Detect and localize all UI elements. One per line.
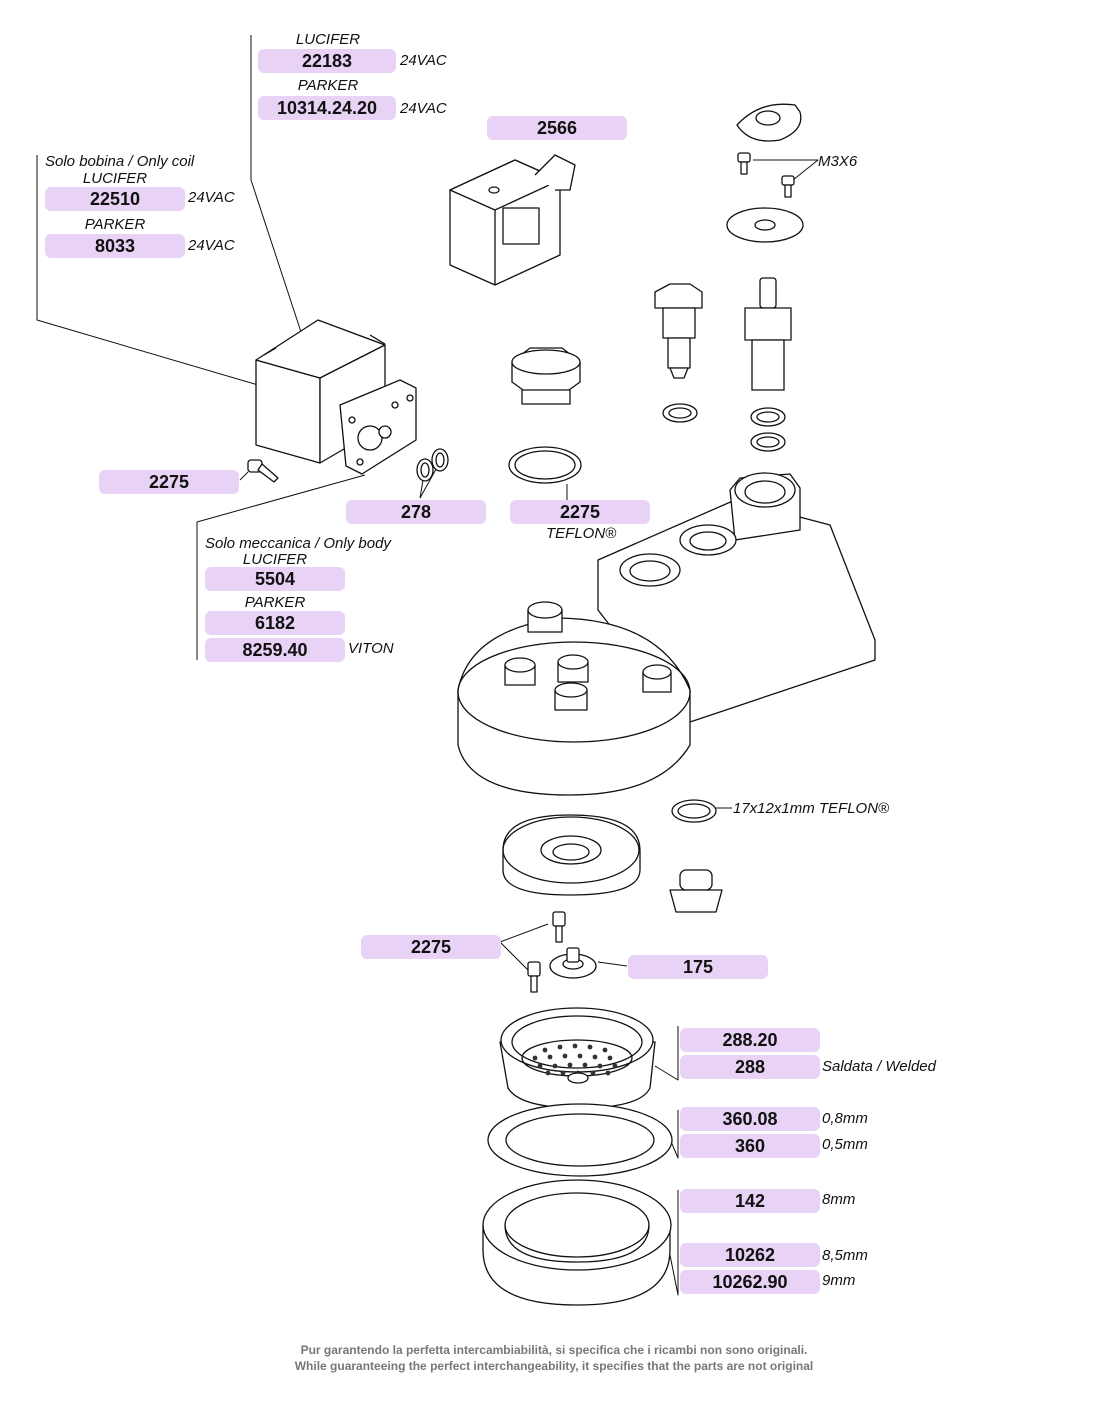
filter-note: Saldata / Welded	[822, 1058, 936, 1075]
part-oring-pair[interactable]: 278	[346, 500, 486, 524]
part-screw-left[interactable]: 2275	[99, 470, 239, 494]
teflon-seal	[508, 446, 582, 484]
part-plug[interactable]: 2566	[487, 116, 627, 140]
oring-pair	[416, 448, 449, 482]
only-coil-code1[interactable]: 22510	[45, 187, 185, 211]
only-coil-code2[interactable]: 8033	[45, 234, 185, 258]
dispersion-plate	[502, 814, 641, 896]
gasket-thin	[487, 1103, 673, 1177]
teflon-seal-note: TEFLON®	[546, 525, 617, 542]
only-body-code1[interactable]: 5504	[205, 567, 345, 591]
part-gasket2[interactable]: 360	[680, 1134, 820, 1158]
part-ring1[interactable]: 142	[680, 1189, 820, 1213]
only-coil-volt1: 24VAC	[188, 189, 235, 206]
only-body-brand1: LUCIFER	[242, 551, 308, 568]
screw-left	[247, 459, 279, 483]
coil-connector-brand2: PARKER	[297, 77, 359, 94]
coil-connector-volt2: 24VAC	[400, 100, 447, 117]
disclaimer-line-en: While guaranteeing the perfect interchan…	[294, 1359, 814, 1373]
ring1-note: 8mm	[822, 1191, 856, 1208]
part-teflon-seal[interactable]: 2275	[510, 500, 650, 524]
group-head	[457, 472, 876, 796]
gasket1-note: 0,8mm	[822, 1110, 868, 1127]
part-screw-lower[interactable]: 2275	[361, 935, 501, 959]
small-hex-plug	[669, 869, 723, 913]
only-coil-brand2: PARKER	[84, 216, 146, 233]
part-filter1[interactable]: 288.20	[680, 1028, 820, 1052]
valve-stem-right	[744, 277, 792, 452]
part-nut[interactable]: 175	[628, 955, 768, 979]
gasket2-note: 0,5mm	[822, 1136, 868, 1153]
ring2-note: 8,5mm	[822, 1247, 868, 1264]
part-gasket1[interactable]: 360.08	[680, 1107, 820, 1131]
teflon-oring	[671, 799, 717, 823]
disclaimer-line-it: Pur garantendo la perfetta intercambiabi…	[300, 1343, 808, 1357]
coil-connector-code2[interactable]: 10314.24.20	[258, 96, 396, 120]
only-body-title: Solo meccanica / Only body	[205, 535, 391, 552]
valve-body	[339, 379, 417, 475]
valve-stem-left	[654, 283, 703, 423]
shower-screws	[527, 911, 597, 993]
only-coil-brand1: LUCIFER	[82, 170, 148, 187]
only-body-code3[interactable]: 8259.40	[205, 638, 345, 662]
only-body-note3: VITON	[348, 640, 394, 657]
screw-size-label: M3X6	[818, 153, 858, 170]
only-coil-title: Solo bobina / Only coil	[45, 153, 195, 170]
ring3-note: 9mm	[822, 1272, 856, 1289]
coil-connector-volt1: 24VAC	[400, 52, 447, 69]
part-ring3[interactable]: 10262.90	[680, 1270, 820, 1294]
coil-connector-code1[interactable]: 22183	[258, 49, 396, 73]
only-body-code2[interactable]: 6182	[205, 611, 345, 635]
disclaimer-footer: Pur garantendo la perfetta intercambiabi…	[0, 1342, 1108, 1374]
cam-disc	[726, 103, 804, 243]
filter-basket	[499, 1007, 656, 1109]
coil-connector-brand1: LUCIFER	[295, 31, 361, 48]
din-connector	[449, 154, 576, 286]
only-body-brand2: PARKER	[244, 594, 306, 611]
part-ring2[interactable]: 10262	[680, 1243, 820, 1267]
part-filter2[interactable]: 288	[680, 1055, 820, 1079]
only-coil-volt2: 24VAC	[188, 237, 235, 254]
gasket-ring	[482, 1179, 672, 1306]
teflon-oring-label: 17x12x1mm TEFLON®	[733, 800, 890, 817]
hex-plug	[511, 347, 581, 405]
